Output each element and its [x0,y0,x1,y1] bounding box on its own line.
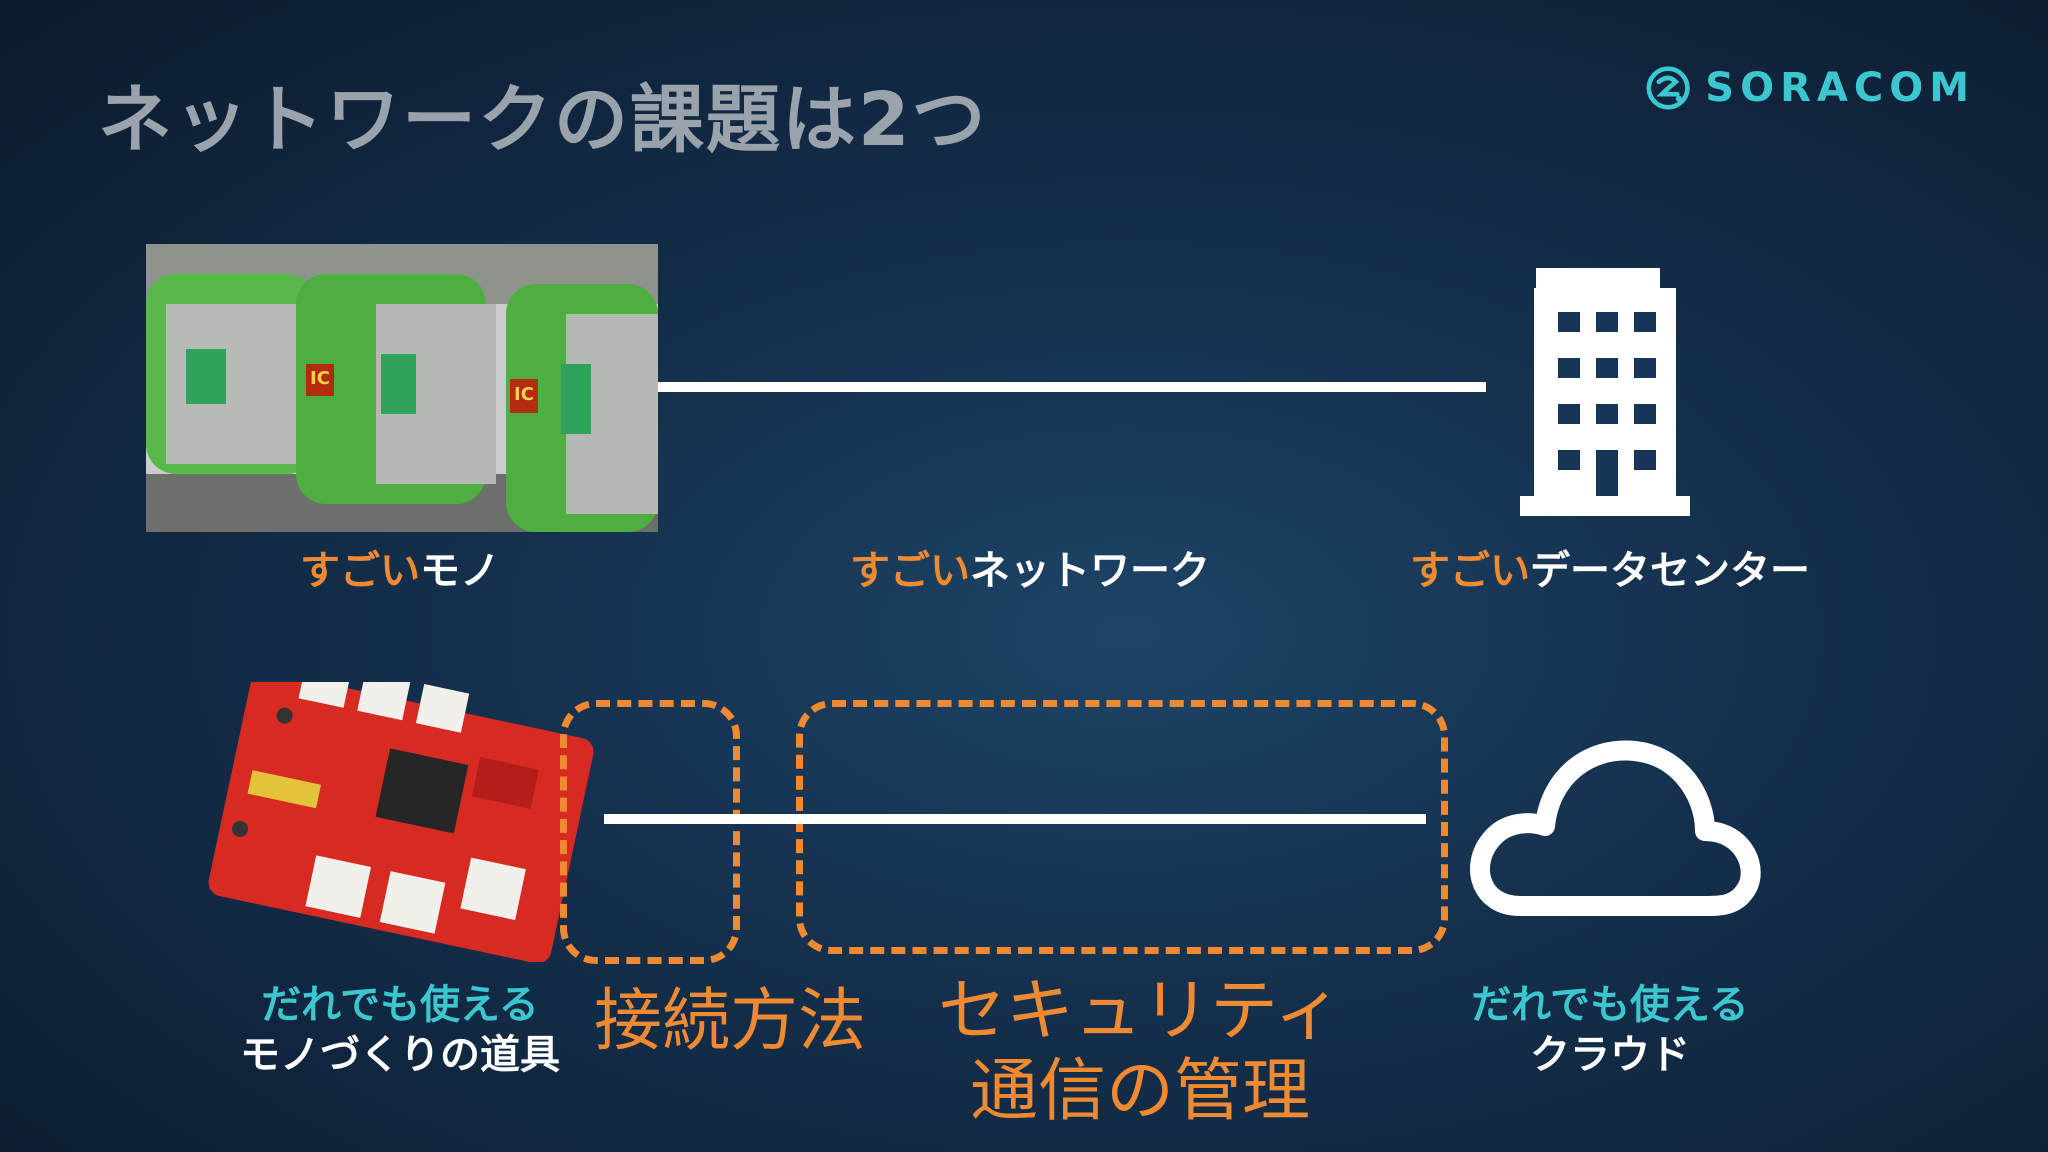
gate-ic-label: IC [514,384,534,405]
soracom-logo-icon [1646,66,1690,110]
label-maker-tools: だれでも使える モノづくりの道具 [230,980,570,1080]
label-sugoi-datacenter: すごいデータセンター [1410,548,1810,594]
connection-method-box [560,700,740,964]
cloud-line1: だれでも使える [1471,982,1749,1028]
network-line-bottom [604,814,1426,824]
network-line-top [658,382,1486,392]
cloud-line2: クラウド [1530,1032,1690,1078]
security-label: セキュリティ 通信の管理 [930,972,1350,1132]
security-box [796,700,1448,954]
cloud-icon [1470,740,1761,916]
maker-board-image [208,682,594,962]
security-line2: 通信の管理 [969,1052,1310,1132]
label-cloud: だれでも使える クラウド [1450,980,1770,1080]
ticket-gate-photo: IC IC [146,244,658,532]
security-line1: セキュリティ [938,972,1342,1051]
slide-title: ネットワークの課題は2つ [98,77,988,163]
connection-method-label: 接続方法 [593,982,866,1061]
maker-line1: だれでも使える [261,982,539,1028]
gate-ic-label: IC [310,368,330,389]
logo-text: SORACOM [1705,65,1975,111]
label-sugoi-network: すごいネットワーク [850,548,1210,594]
building-icon [1520,268,1690,516]
soracom-logo: SORACOM [1645,56,1975,120]
maker-line2: モノづくりの道具 [240,1032,560,1078]
label-sugoi-mono: すごいモノ [300,548,500,594]
